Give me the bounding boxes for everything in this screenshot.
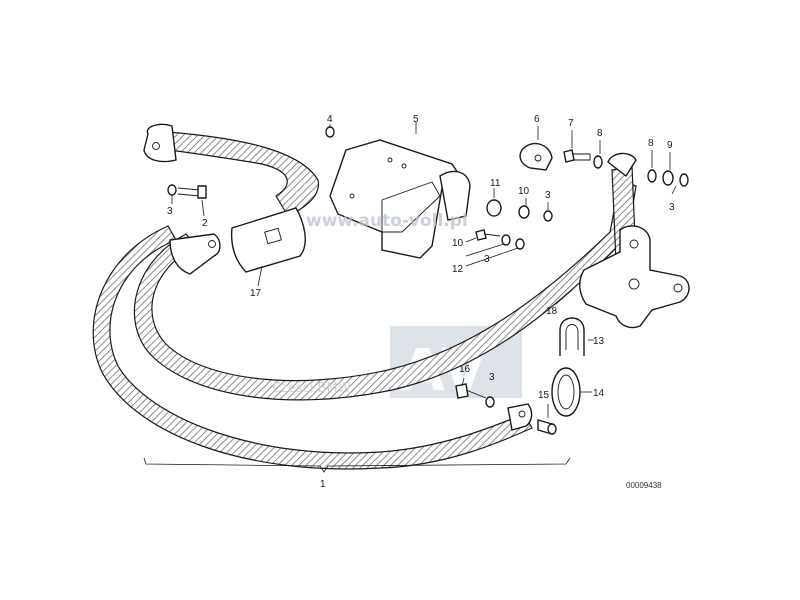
callout-13: 13 xyxy=(593,336,605,347)
clip-part-6 xyxy=(519,142,553,171)
bolt-part-16 xyxy=(455,383,495,408)
lower-right-anchor xyxy=(507,403,533,431)
callout-10: 10 xyxy=(518,186,530,197)
callout-15: 15 xyxy=(538,390,550,401)
bolt-part-2 xyxy=(167,184,207,199)
callout-4: 4 xyxy=(327,114,333,125)
spacer-part-11 xyxy=(486,199,502,217)
callout-8: 8 xyxy=(648,138,654,149)
mounting-bracket xyxy=(329,139,471,259)
callout-5: 5 xyxy=(413,114,419,125)
buckle-tongue xyxy=(230,207,306,273)
callout-3: 3 xyxy=(484,254,490,265)
washer-part-12 xyxy=(515,238,525,250)
leader-lines xyxy=(143,122,677,473)
callout-labels: 1 2 3 3 3 3 3 4 5 6 7 8 8 9 10 10 11 12 … xyxy=(167,114,675,490)
watermark-brand: Części BMW xyxy=(272,381,351,396)
callout-16: 16 xyxy=(459,364,471,375)
retractor-anchor-plate xyxy=(579,152,690,329)
callout-12: 12 xyxy=(452,264,464,275)
callout-3: 3 xyxy=(489,372,495,383)
spacer-part-15 xyxy=(537,419,557,435)
callout-11: 11 xyxy=(490,178,501,189)
callout-10: 10 xyxy=(452,238,464,249)
callout-7: 7 xyxy=(568,118,574,129)
washer-part-9 xyxy=(662,170,689,187)
bolt-part-7 xyxy=(563,149,591,163)
callout-3: 3 xyxy=(167,206,173,217)
callout-6: 6 xyxy=(534,114,540,125)
grommet-part-14 xyxy=(551,367,581,417)
drawing-number: 00009438 xyxy=(626,481,662,490)
screw-part-4 xyxy=(325,126,335,138)
bolt-part-10-lower xyxy=(475,229,501,241)
callout-18: 18 xyxy=(546,306,558,317)
callout-3: 3 xyxy=(669,202,675,213)
washer-part-8-upper xyxy=(593,155,603,169)
washer-part-3-mid xyxy=(501,234,511,246)
callout-3: 3 xyxy=(545,190,551,201)
callout-17: 17 xyxy=(250,288,262,299)
loop-guide-part-13 xyxy=(559,317,585,356)
callout-14: 14 xyxy=(593,388,605,399)
lower-left-anchor xyxy=(169,233,221,275)
washer-part-8-right xyxy=(647,169,657,183)
callout-8: 8 xyxy=(597,128,603,139)
upper-anchor-plate xyxy=(143,123,177,163)
callout-2: 2 xyxy=(202,218,208,229)
watermark-url: www.auto-voll.pl xyxy=(306,211,468,231)
callout-9: 9 xyxy=(667,140,673,151)
washer-part-3-upper xyxy=(543,210,553,222)
callout-1: 1 xyxy=(320,479,326,490)
nut-part-10-upper xyxy=(518,205,530,219)
